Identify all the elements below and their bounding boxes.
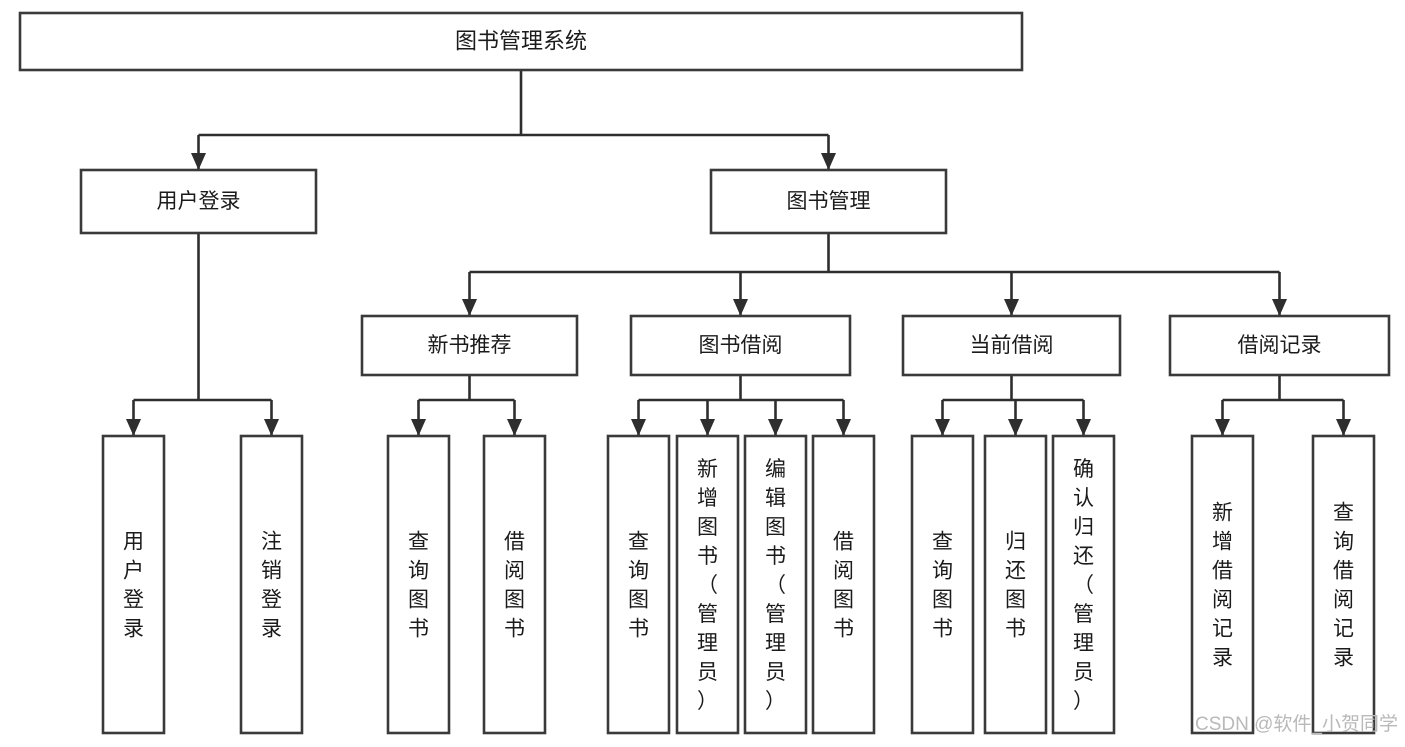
node-box-leaf-borrow-book-1[interactable]: [482, 434, 547, 735]
node-leaf-query-book-1[interactable]: 查询图书: [386, 434, 451, 735]
node-label-leaf-borrow-book-2: 借阅图书: [833, 531, 854, 641]
watermark-text: CSDN @软件_小贺同学: [1195, 713, 1398, 735]
arrow-head-icon: [768, 419, 783, 436]
node-label-leaf-query-book-3: 查询图书: [932, 531, 953, 641]
arrow-head-icon: [631, 419, 646, 436]
node-label-new-book-recommend: 新书推荐: [428, 334, 512, 357]
node-box-leaf-query-record[interactable]: [1311, 434, 1376, 735]
node-box-leaf-query-book-3[interactable]: [910, 434, 975, 735]
arrow-head-icon: [264, 419, 279, 436]
edge-group-current-borrow: [935, 375, 1091, 436]
node-box-new-book-recommend[interactable]: [360, 314, 579, 377]
node-label-leaf-user-login: 用户登录: [123, 531, 144, 641]
arrow-head-icon: [126, 419, 141, 436]
node-box-book-borrow[interactable]: [629, 314, 852, 377]
node-book-borrow[interactable]: 图书借阅: [629, 314, 852, 377]
arrow-head-icon: [1272, 299, 1287, 316]
node-label-leaf-confirm-return: 确认归还（管理员）: [1073, 458, 1094, 713]
node-label-current-borrow: 当前借阅: [970, 334, 1054, 357]
node-box-leaf-borrow-book-2[interactable]: [811, 434, 876, 735]
node-label-book-manage: 图书管理: [787, 190, 871, 213]
edge-group-book-borrow: [631, 375, 851, 436]
node-label-leaf-add-book: 新增图书（管理员）: [697, 458, 718, 713]
node-box-leaf-query-book-1[interactable]: [386, 434, 451, 735]
node-box-current-borrow[interactable]: [901, 314, 1122, 377]
node-label-leaf-return-book: 归还图书: [1005, 531, 1026, 641]
node-box-leaf-confirm-return[interactable]: [1051, 434, 1116, 735]
node-label-leaf-query-book-1: 查询图书: [408, 531, 429, 641]
arrow-head-icon: [733, 299, 748, 316]
node-label-leaf-borrow-book-1: 借阅图书: [504, 531, 525, 641]
node-current-borrow[interactable]: 当前借阅: [901, 314, 1122, 377]
edge-group-book-manage: [462, 233, 1287, 316]
arrow-head-icon: [1215, 419, 1230, 436]
node-label-leaf-add-record: 新增借阅记录: [1212, 502, 1233, 670]
edge-group-borrow-record: [1215, 375, 1351, 436]
node-label-leaf-logout: 注销登录: [261, 531, 282, 641]
node-book-manage[interactable]: 图书管理: [709, 168, 948, 235]
node-box-user-login[interactable]: [79, 168, 318, 235]
node-leaf-add-record[interactable]: 新增借阅记录: [1190, 434, 1255, 735]
node-leaf-borrow-book-2[interactable]: 借阅图书: [811, 434, 876, 735]
node-label-leaf-query-record: 查询借阅记录: [1333, 502, 1354, 670]
node-box-leaf-logout[interactable]: [239, 434, 304, 735]
node-leaf-edit-book[interactable]: 编辑图书（管理员）: [743, 434, 808, 735]
node-leaf-borrow-book-1[interactable]: 借阅图书: [482, 434, 547, 735]
node-leaf-confirm-return[interactable]: 确认归还（管理员）: [1051, 434, 1116, 735]
node-leaf-user-login[interactable]: 用户登录: [101, 434, 166, 735]
node-box-book-manage[interactable]: [709, 168, 948, 235]
edge-group-user-login: [126, 233, 279, 436]
arrow-head-icon: [1008, 419, 1023, 436]
arrow-head-icon: [507, 419, 522, 436]
node-label-root: 图书管理系统: [455, 28, 587, 53]
edge-group-new-book-recommend: [411, 375, 522, 436]
arrow-head-icon: [462, 299, 477, 316]
edges-layer: [126, 70, 1351, 436]
node-label-leaf-query-book-2: 查询图书: [628, 531, 649, 641]
node-borrow-record[interactable]: 借阅记录: [1168, 314, 1391, 377]
node-leaf-query-book-3[interactable]: 查询图书: [910, 434, 975, 735]
node-box-leaf-user-login[interactable]: [101, 434, 166, 735]
arrow-head-icon: [821, 153, 836, 170]
node-new-book-recommend[interactable]: 新书推荐: [360, 314, 579, 377]
arrow-head-icon: [700, 419, 715, 436]
node-root[interactable]: 图书管理系统: [18, 11, 1024, 72]
edge-group-root: [191, 70, 836, 170]
arrow-head-icon: [935, 419, 950, 436]
arrow-head-icon: [191, 153, 206, 170]
node-box-leaf-add-record[interactable]: [1190, 434, 1255, 735]
arrow-head-icon: [836, 419, 851, 436]
node-label-leaf-edit-book: 编辑图书（管理员）: [765, 458, 786, 713]
node-box-leaf-return-book[interactable]: [983, 434, 1048, 735]
node-box-root[interactable]: [18, 11, 1024, 72]
node-label-book-borrow: 图书借阅: [699, 334, 783, 357]
node-label-user-login: 用户登录: [157, 190, 241, 213]
arrow-head-icon: [411, 419, 426, 436]
node-leaf-add-book[interactable]: 新增图书（管理员）: [675, 434, 740, 735]
node-box-leaf-edit-book[interactable]: [743, 434, 808, 735]
node-leaf-return-book[interactable]: 归还图书: [983, 434, 1048, 735]
arrow-head-icon: [1076, 419, 1091, 436]
arrow-head-icon: [1004, 299, 1019, 316]
node-leaf-logout[interactable]: 注销登录: [239, 434, 304, 735]
nodes-layer: 图书管理系统用户登录图书管理新书推荐图书借阅当前借阅借阅记录用户登录注销登录查询…: [18, 11, 1391, 735]
node-leaf-query-book-2[interactable]: 查询图书: [606, 434, 671, 735]
arrow-head-icon: [1336, 419, 1351, 436]
node-user-login[interactable]: 用户登录: [79, 168, 318, 235]
node-label-borrow-record: 借阅记录: [1238, 334, 1322, 357]
node-box-leaf-query-book-2[interactable]: [606, 434, 671, 735]
node-box-leaf-add-book[interactable]: [675, 434, 740, 735]
node-leaf-query-record[interactable]: 查询借阅记录: [1311, 434, 1376, 735]
node-box-borrow-record[interactable]: [1168, 314, 1391, 377]
